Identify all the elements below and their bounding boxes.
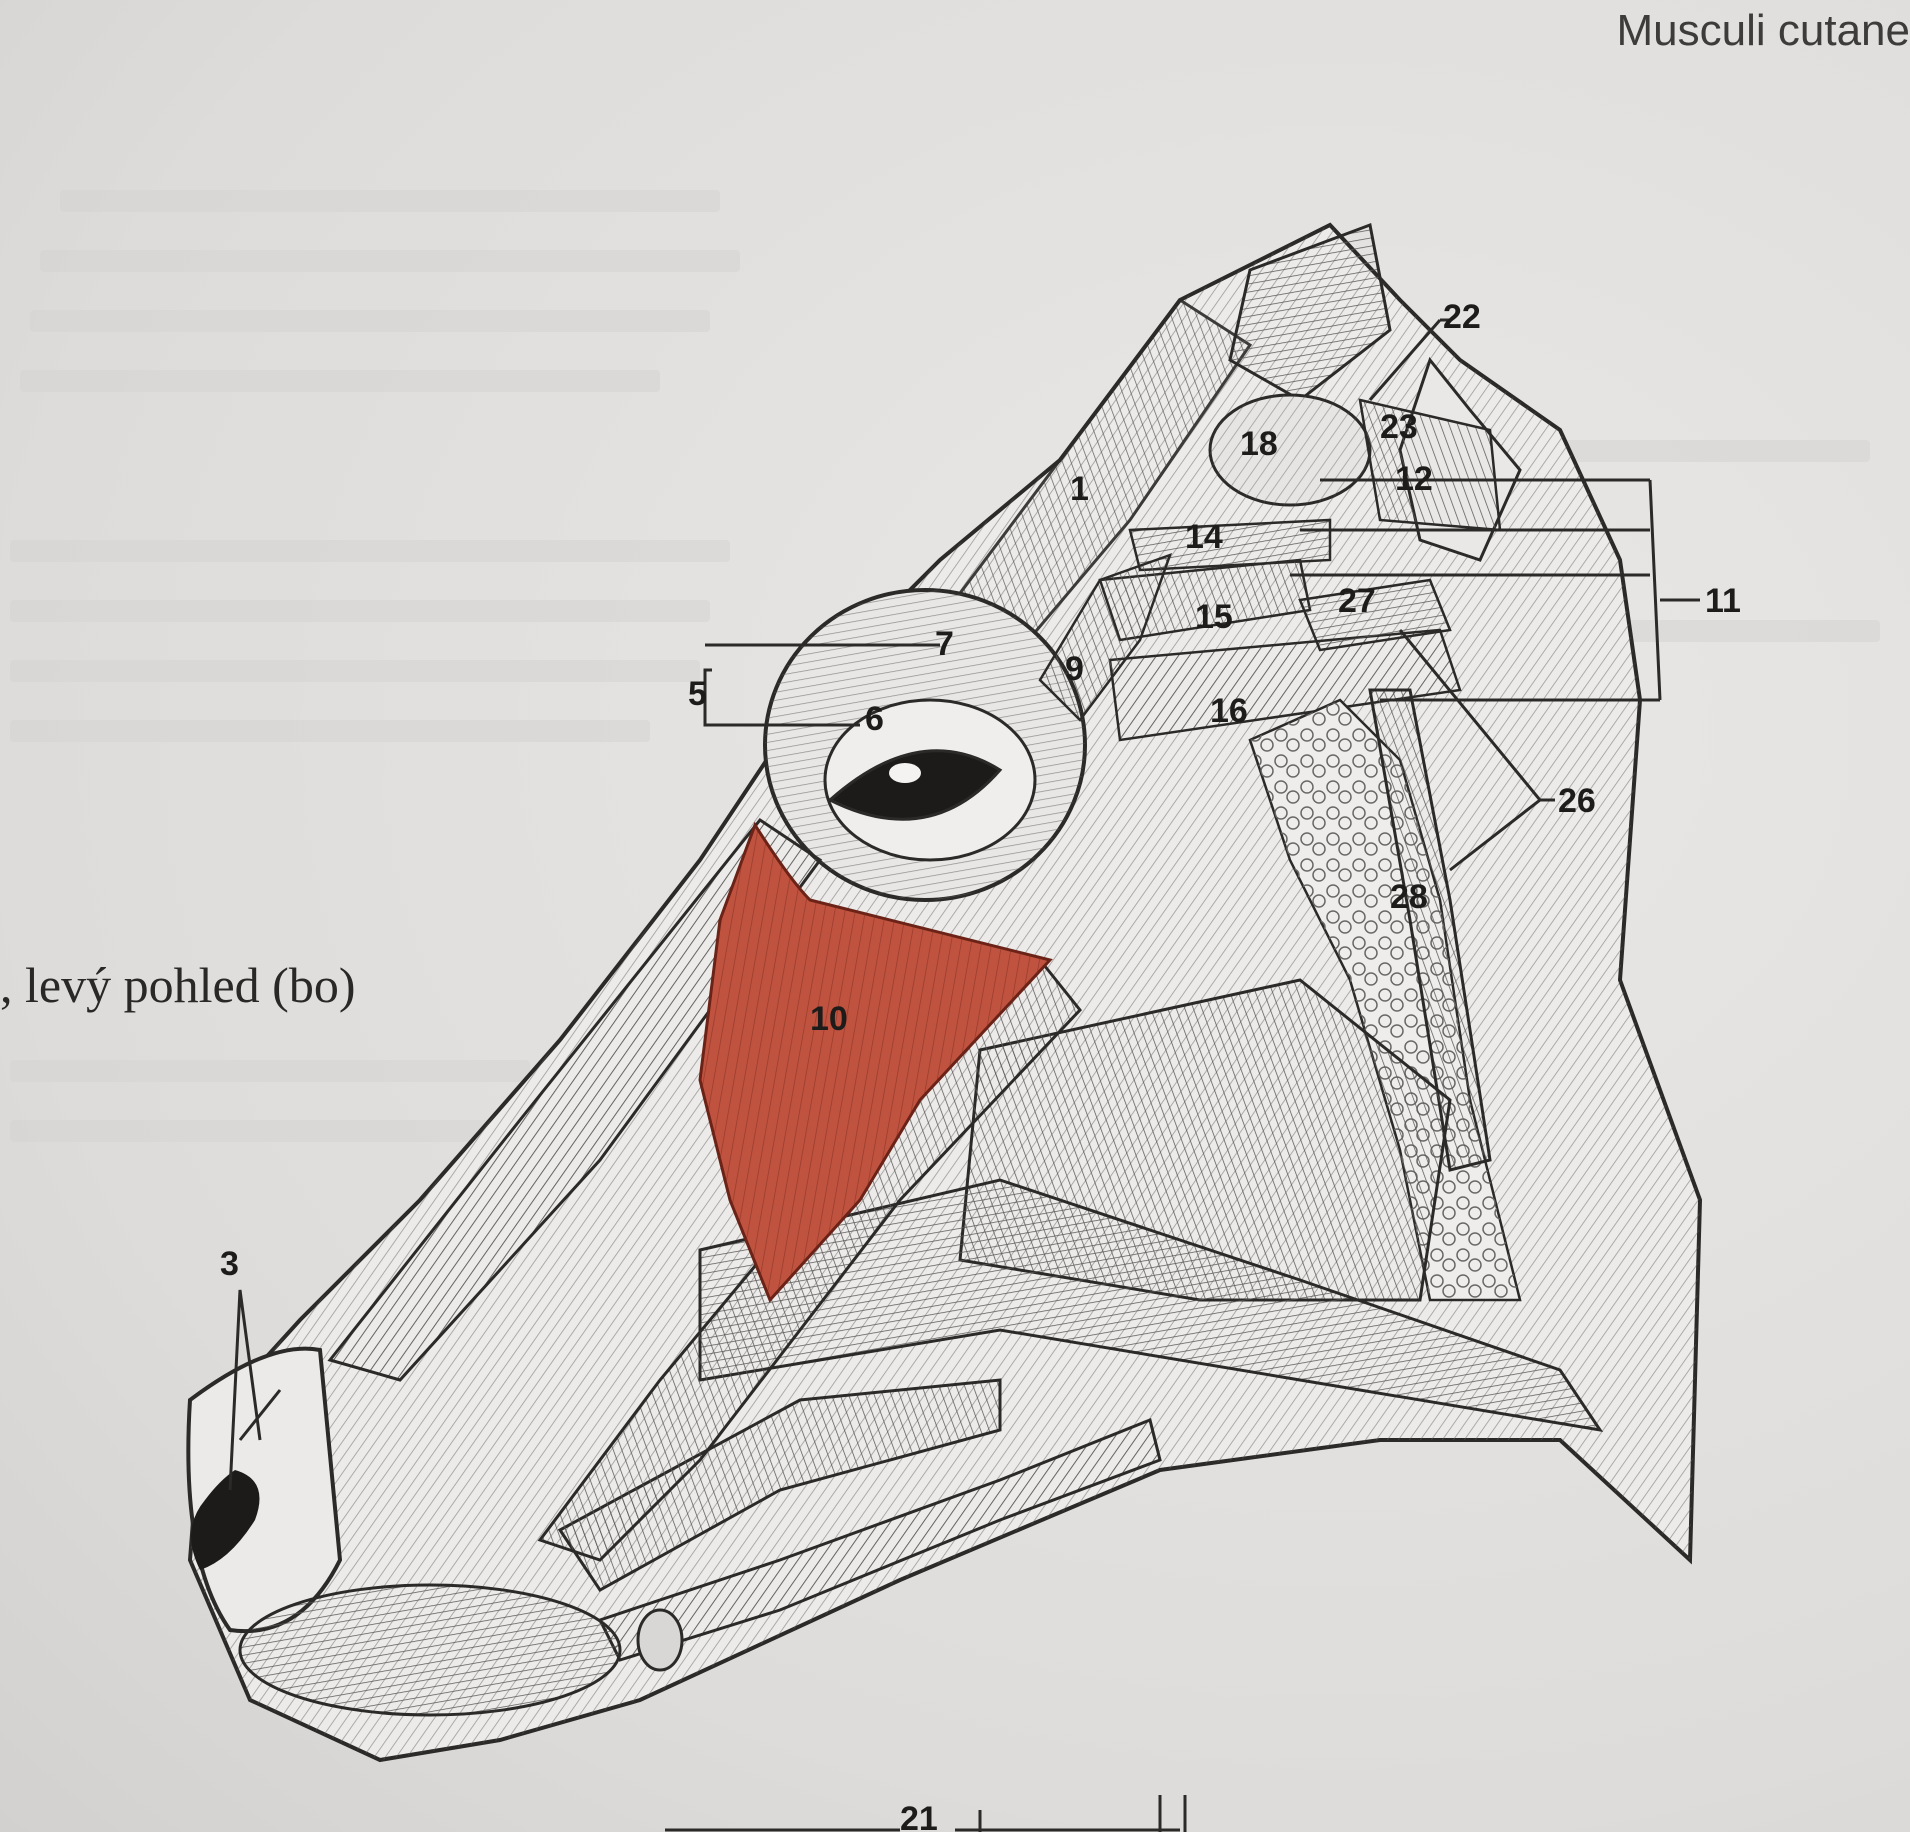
running-header: Musculi cutane (1616, 6, 1910, 55)
masseter-band (698, 1178, 1604, 1433)
label-5: 5 (688, 675, 707, 713)
show-through-text (10, 660, 700, 682)
orbicularis-oculi (763, 588, 1087, 902)
label-11: 11 (1705, 582, 1741, 620)
label-1: 1 (1070, 470, 1089, 508)
show-through-text (60, 190, 720, 212)
label-3: 3 (220, 1245, 239, 1283)
muscle-upper-band (1228, 222, 1392, 402)
label-23: 23 (1380, 408, 1418, 446)
label-21: 21 (900, 1800, 938, 1832)
muscle-27 (1298, 578, 1452, 652)
show-through-text (10, 1120, 510, 1142)
figure-labels: 1 3 5 6 7 9 10 11 12 14 15 16 18 21 22 2… (220, 298, 1741, 1832)
label-9: 9 (1065, 650, 1084, 688)
nostril (191, 1470, 260, 1570)
lip-muscle (238, 1583, 622, 1717)
lower-lip-band (557, 1378, 1002, 1592)
label-28: 28 (1390, 878, 1428, 916)
label-27: 27 (1338, 582, 1376, 620)
show-through-text (10, 600, 710, 622)
show-through-text (10, 1060, 530, 1082)
show-through-text (30, 310, 710, 332)
muscle-14 (1128, 518, 1332, 572)
show-through-text (1560, 620, 1880, 642)
show-through-text (20, 370, 660, 392)
show-through-text (40, 250, 740, 272)
label-14: 14 (1185, 518, 1223, 556)
levator-labii (327, 817, 823, 1382)
label-18: 18 (1240, 425, 1278, 463)
show-through-text (10, 720, 650, 742)
label-15: 15 (1195, 598, 1233, 636)
show-through-text (1530, 440, 1870, 462)
label-7: 7 (935, 625, 954, 663)
label-10: 10 (810, 1000, 848, 1038)
muscle-9 (1038, 552, 1173, 722)
eye (827, 749, 1003, 821)
show-through-text (10, 540, 730, 562)
label-16: 16 (1210, 692, 1248, 730)
leader-lines (228, 318, 1700, 1832)
muzzle (186, 1346, 684, 1717)
label-26: 26 (1558, 782, 1596, 820)
label-12: 12 (1395, 460, 1433, 498)
nerve-stump (636, 1608, 684, 1672)
label-6: 6 (865, 700, 884, 738)
label-22: 22 (1443, 298, 1481, 336)
muscle-28 (1368, 688, 1492, 1172)
figure-caption: , levý pohled (bo) (0, 957, 356, 1013)
